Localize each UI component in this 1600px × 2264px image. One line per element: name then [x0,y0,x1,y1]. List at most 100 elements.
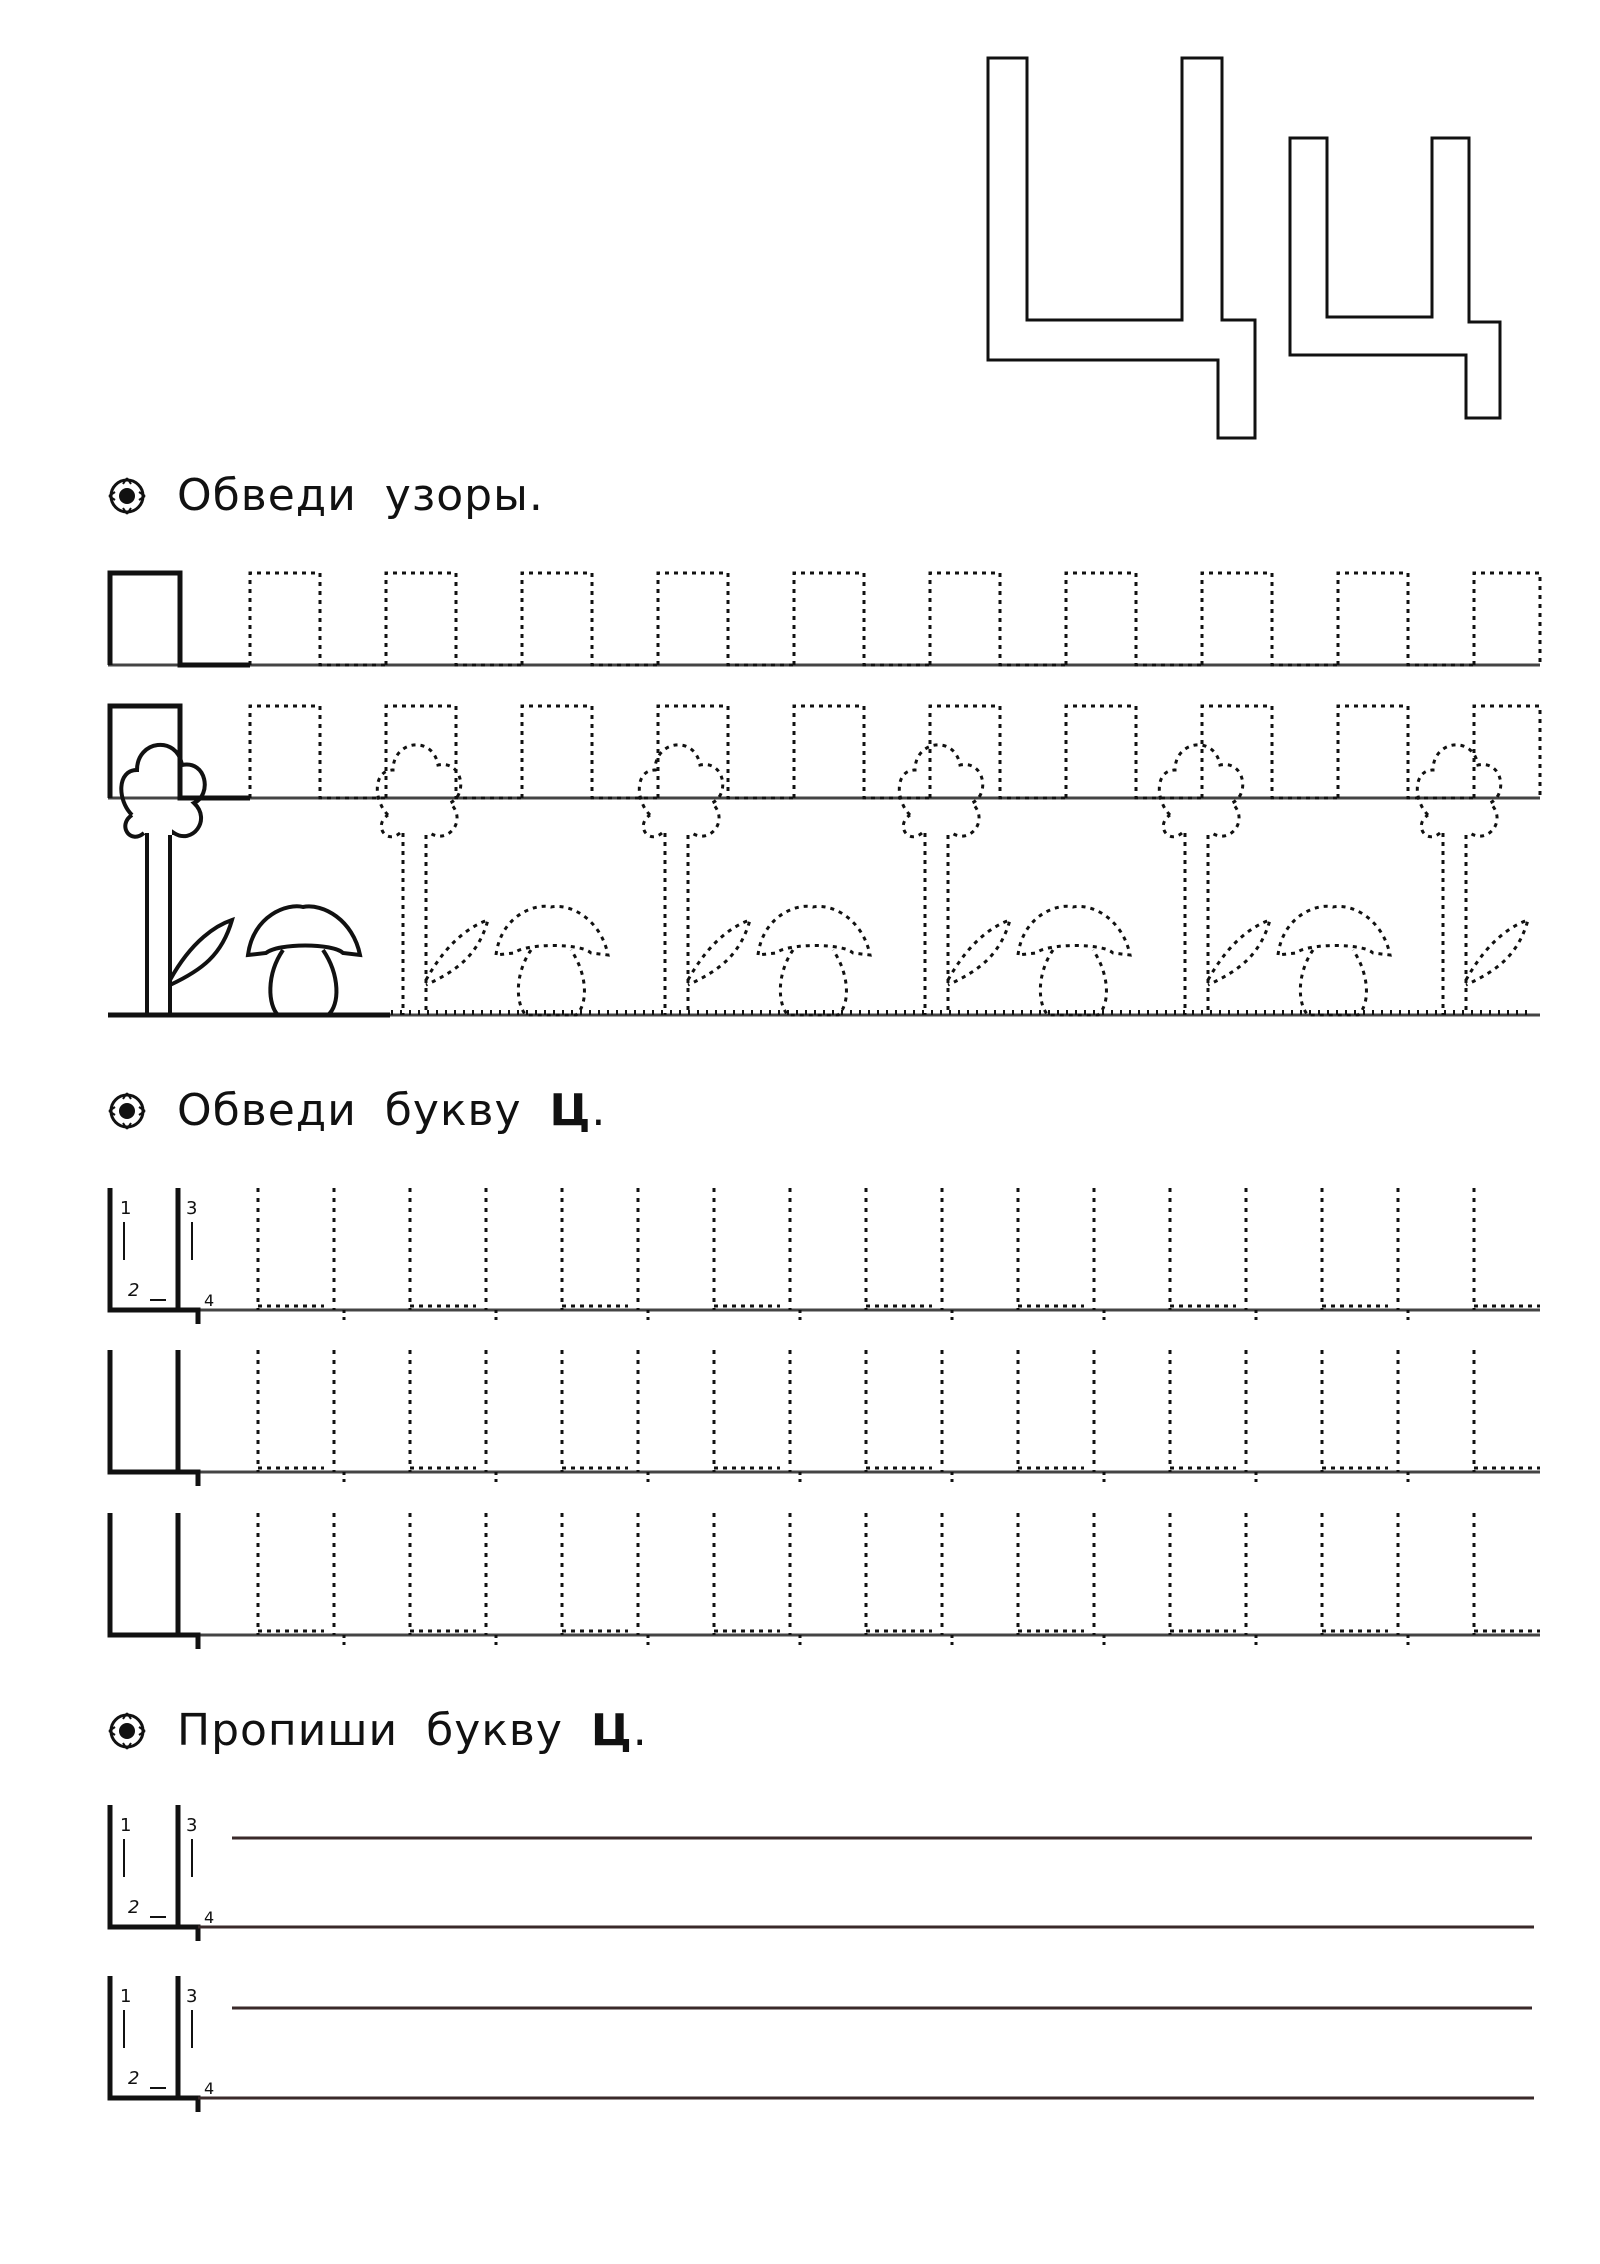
instruction-letter: Ц [590,1705,633,1756]
flower-stem [663,833,690,1015]
pattern-trace [792,571,930,667]
flower-head [375,743,463,839]
tse-sample-body [107,1805,181,1930]
instruction-word: букву [384,1085,522,1136]
flower-bullet-icon [108,1711,146,1750]
instruction-word: букву [426,1705,563,1756]
tse-sample-tail [178,1632,201,1649]
tse-sample-tail [178,1307,201,1324]
tse-sample-body [107,1350,181,1475]
mushroom-cap [1016,904,1132,957]
stroke-number: 2 [128,1280,139,1301]
pattern-trace [520,571,658,667]
instruction-word: узоры. [384,470,544,521]
tse-sample-tail [178,2095,201,2112]
instruction-word: Пропиши [177,1705,399,1756]
flower-stem [1441,833,1468,1015]
pattern-trace [384,571,522,667]
flower-stem [923,833,950,1015]
pattern-trace [656,704,794,800]
flower-bullet-icon [108,476,146,515]
mushroom-trace [756,904,872,1017]
instruction-letter: Ц [549,1085,592,1136]
big-letter-outline [986,56,1502,440]
mushroom-trace [1276,904,1392,1017]
tse-sample-body [107,1976,181,2101]
stroke-number: 2 [128,2068,139,2089]
instruction-period: . [591,1085,607,1136]
stroke-number: 4 [204,1291,214,1310]
stroke-number: 3 [186,1986,197,2007]
mushroom-cap [756,904,872,957]
flower-trace [375,743,491,1015]
stroke-number: 4 [204,1908,214,1927]
flower-stem [145,833,172,1015]
pattern-trace [1472,704,1542,798]
flower-trace [1415,743,1531,1015]
pattern-trace [1064,704,1202,800]
stroke-number: 2 [128,1897,139,1918]
flower-stem [401,833,428,1015]
stroke-number: 1 [120,1815,131,1836]
pattern-trace [1200,704,1338,800]
instruction-write-letter: Пропиши букву Ц. [105,1705,648,1756]
flower-leaf [1206,917,1273,987]
trace-letter-area: 1 2 3 4 [107,1188,1540,1649]
pattern-trace [792,704,930,800]
mushroom-stem [516,949,586,1017]
mushroom-stem [778,949,848,1017]
mushroom-trace [494,904,610,1017]
tse-sample [107,1188,201,1324]
flower-head [637,743,725,839]
flower-sample [119,742,235,1015]
pattern-trace [1064,571,1202,667]
pattern-trace [384,704,522,800]
tse-sample-body [107,1513,181,1638]
stroke-number: 3 [186,1815,197,1836]
flower-trace [637,743,753,1015]
flower-leaf [424,917,491,987]
flower-head [897,743,985,839]
pattern-trace [1336,704,1474,800]
stroke-number: 1 [120,1986,131,2007]
flower-head [119,742,207,839]
tse-sample [107,1513,201,1649]
mushroom-stem [1038,949,1108,1017]
flower-head [1415,743,1503,839]
flower-trace [897,743,1013,1015]
tse-sample-tail [178,1924,201,1941]
pattern-trace [248,571,386,667]
stroke-number: 1 [120,1198,131,1219]
pattern-trace [1472,571,1542,665]
instruction-word: Обведи [177,1085,357,1136]
instruction-word: Обведи [177,470,357,521]
flower-leaf [168,916,235,987]
pattern-trace [1336,571,1474,667]
tse-sample [107,1350,201,1486]
instruction-period: . [632,1705,648,1756]
tse-sample-body [107,1188,181,1313]
pattern-sample [107,703,250,801]
stroke-number: 3 [186,1198,197,1219]
mushroom-cap [494,904,610,957]
mushroom-sample [245,904,363,1017]
pattern-trace [1200,571,1338,667]
flower-stem [1183,833,1210,1015]
tse-sample-tail [178,1469,201,1486]
mushroom-stem [268,948,339,1017]
lowercase-tse-outline [1288,136,1502,420]
flower-leaf [1464,917,1531,987]
mushroom-stem [1298,949,1368,1017]
pattern-trace [928,704,1066,800]
pattern-trace [928,571,1066,667]
pattern-sample [107,570,250,668]
pattern-trace [248,704,386,800]
flower-leaf [946,917,1013,987]
flower-head [1157,743,1245,839]
pattern-trace [656,571,794,667]
mushroom-cap [245,904,363,958]
stroke-number: 4 [204,2079,214,2098]
flower-bullet-icon [108,1091,146,1130]
